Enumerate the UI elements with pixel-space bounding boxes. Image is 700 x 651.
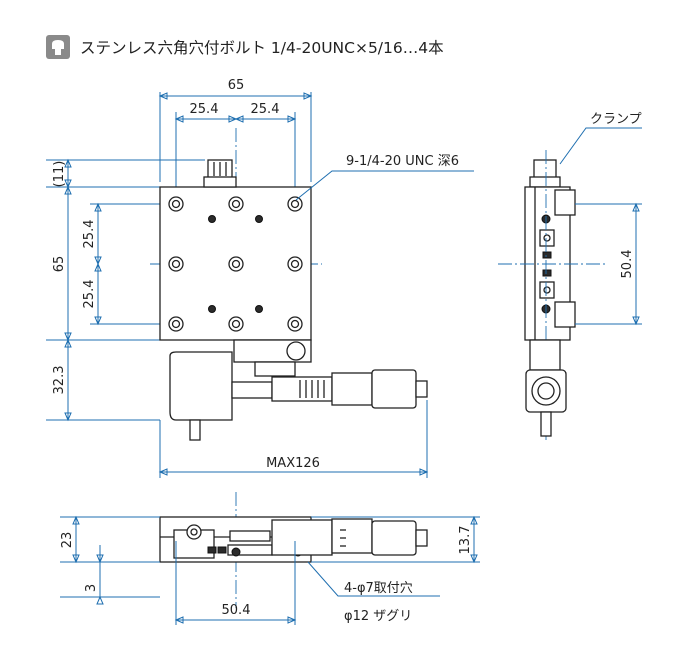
dim-side-pitch: 50.4 <box>620 250 635 279</box>
header-caption: ステンレス六角穴付ボルト 1/4-20UNC×5/16…4本 <box>80 39 444 57</box>
dim-pitch-lower: 25.4 <box>82 280 97 309</box>
micrometer-scale <box>299 380 325 398</box>
front-view: 23 3 13.7 50.4 4-φ7取付穴 φ12 ザグリ <box>60 492 480 625</box>
side-view: クランプ 50.4 <box>498 112 642 440</box>
label-counterbore: φ12 ザグリ <box>344 609 412 624</box>
mount-screws <box>208 215 263 313</box>
dim-pitch-right: 25.4 <box>251 102 280 117</box>
dim-hole-pitch: 50.4 <box>222 603 251 618</box>
dim-pitch-left: 25.4 <box>190 102 219 117</box>
dim-width-65: 65 <box>228 78 245 93</box>
dim-offset-11: (11) <box>52 161 67 188</box>
front-scale <box>340 529 346 547</box>
spindle-bottom <box>189 419 201 441</box>
micrometer-sleeve <box>231 381 273 399</box>
header-bolt-icon <box>46 35 70 59</box>
dim-max-length: MAX126 <box>266 456 320 471</box>
label-tapped-holes: 9-1/4-20 UNC 深6 <box>346 154 459 169</box>
dim-pitch-upper: 25.4 <box>82 220 97 249</box>
label-thru-holes: 4-φ7取付穴 <box>344 581 413 596</box>
dim-micrometer-offset: 32.3 <box>52 366 67 395</box>
dim-front-offset: 3 <box>84 584 99 592</box>
dim-height-65: 65 <box>52 256 67 273</box>
label-clamp: クランプ <box>590 112 642 127</box>
micrometer-thimble <box>371 369 417 409</box>
top-view: 65 25.4 25.4 (11) 65 25.4 25.4 32.3 <box>46 78 474 478</box>
dim-front-height: 23 <box>60 532 75 549</box>
dim-total-height: 13.7 <box>458 526 473 555</box>
clamp-screw-head <box>286 341 306 361</box>
micrometer-bracket <box>169 351 233 421</box>
micrometer-end-thimble <box>531 376 561 406</box>
tapped-holes <box>168 196 303 332</box>
